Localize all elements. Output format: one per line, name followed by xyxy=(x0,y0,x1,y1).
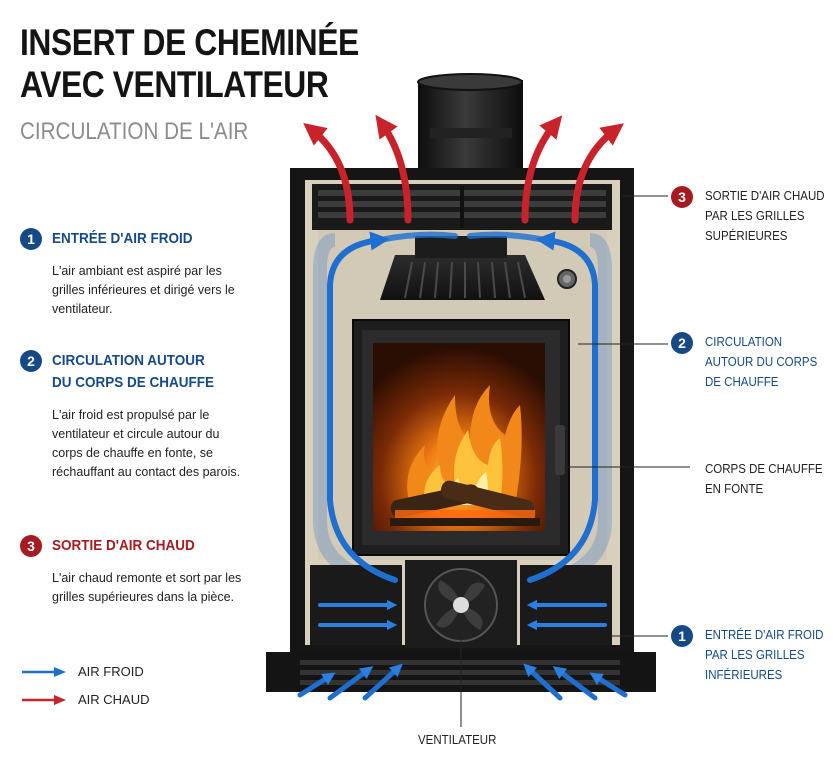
step-hot-air-outlet: 3 SORTIE D'AIR CHAUD L'air chaud remonte… xyxy=(20,535,250,607)
cast-iron-hood xyxy=(380,236,545,300)
step-2-heading: 2 CIRCULATION AUTOUR DU CORPS DE CHAUFFE xyxy=(20,350,250,394)
callout-2-number-badge: 2 xyxy=(671,332,693,354)
callout-body-line-1: CORPS DE CHAUFFE xyxy=(705,462,823,476)
callout-3-line-1: SORTIE D'AIR CHAUD xyxy=(705,189,825,203)
callout-cold-air-intake: 1 ENTRÉE D'AIR FROID PAR LES GRILLES INF… xyxy=(671,625,833,685)
step-3-description: L'air chaud remonte et sort par les gril… xyxy=(52,571,242,604)
step-2-title-line-2: DU CORPS DE CHAUFFE xyxy=(52,374,215,391)
firewood-logs-icon xyxy=(390,480,540,526)
step-cold-air-intake: 1 ENTRÉE D'AIR FROID L'air ambiant est a… xyxy=(20,228,250,319)
step-1-number-badge: 1 xyxy=(20,228,42,250)
step-3-title: SORTIE D'AIR CHAUD xyxy=(52,537,195,554)
inner-intake-arrows xyxy=(318,599,607,631)
callout-circulation: 2 CIRCULATION AUTOUR DU CORPS DE CHAUFFE xyxy=(671,332,827,392)
callout-1-line-2: PAR LES GRILLES xyxy=(705,648,805,662)
callout-hot-air-outlet: 3 SORTIE D'AIR CHAUD PAR LES GRILLES SUP… xyxy=(671,186,833,246)
callout-cast-iron-body: CORPS DE CHAUFFE EN FONTE xyxy=(705,459,833,499)
callout-2-line-2: AUTOUR DU CORPS xyxy=(705,355,818,369)
step-3-number-badge: 3 xyxy=(20,535,42,557)
top-grille xyxy=(312,184,612,230)
step-2-description: L'air froid est propulsé par le ventilat… xyxy=(52,408,241,479)
legend-hot-label: AIR CHAUD xyxy=(78,692,150,707)
callout-3-line-2: PAR LES GRILLES xyxy=(705,209,805,223)
hot-air-arrows xyxy=(303,114,624,224)
fan-blades-icon xyxy=(436,580,485,630)
step-3-heading: 3 SORTIE D'AIR CHAUD xyxy=(20,535,250,557)
flue-pipe xyxy=(417,73,523,172)
callout-1-line-3: INFÉRIEURES xyxy=(705,668,783,682)
step-circulation: 2 CIRCULATION AUTOUR DU CORPS DE CHAUFFE… xyxy=(20,350,250,482)
callout-3-number-badge: 3 xyxy=(671,186,693,208)
callout-3-line-3: SUPÉRIEURES xyxy=(705,229,788,243)
page-subtitle: CIRCULATION DE L'AIR xyxy=(20,118,249,145)
step-2-title-line-1: CIRCULATION AUTOUR xyxy=(52,352,205,369)
door-handle-icon xyxy=(555,425,565,475)
callout-body-line-2: EN FONTE xyxy=(705,482,764,496)
title-line-1: INSERT DE CHEMINÉE xyxy=(20,22,359,63)
hot-air-arrow-icon xyxy=(22,695,66,705)
step-1-description: L'air ambiant est aspiré par les grilles… xyxy=(52,264,235,316)
callout-fan: VENTILATEUR xyxy=(418,733,497,747)
cold-air-arrow-icon xyxy=(22,667,66,677)
step-1-title: ENTRÉE D'AIR FROID xyxy=(52,230,193,247)
callout-1-number-badge: 1 xyxy=(671,625,693,647)
step-1-heading: 1 ENTRÉE D'AIR FROID xyxy=(20,228,250,250)
callout-2-line-1: CIRCULATION xyxy=(705,335,783,349)
legend-cold-label: AIR FROID xyxy=(78,664,144,679)
page-title: INSERT DE CHEMINÉE AVEC VENTILATEUR xyxy=(20,22,359,106)
callout-2-line-3: DE CHAUFFE xyxy=(705,375,779,389)
callout-1-line-1: ENTRÉE D'AIR FROID xyxy=(705,628,824,642)
circulation-arrows xyxy=(327,231,598,583)
step-2-number-badge: 2 xyxy=(20,350,42,372)
cold-air-intake-arrows xyxy=(297,663,628,701)
callout-leader-lines xyxy=(460,195,690,727)
title-line-2: AVEC VENTILATEUR xyxy=(20,64,329,105)
